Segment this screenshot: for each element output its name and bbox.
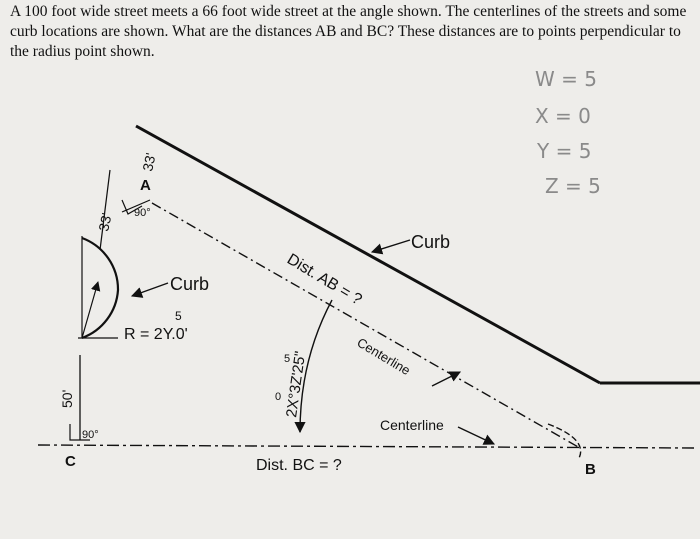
angle-note-x: 0: [275, 391, 281, 403]
radius-arrow: [81, 281, 101, 339]
centerline-horizontal: [37, 444, 696, 449]
centerline-horiz-label: Centerline: [380, 417, 444, 433]
point-b-label: B: [585, 461, 596, 478]
dist-ab-label: Dist. AB = ?: [284, 251, 365, 309]
handwritten-z: Z = 5: [545, 174, 601, 198]
curb-top-arrow: [370, 239, 411, 255]
curb-top-label: Curb: [411, 232, 450, 252]
right-angle-c-mark: [69, 424, 90, 441]
dim-33b-label: 33': [95, 211, 114, 232]
dist-bc-label: Dist. BC = ?: [256, 457, 342, 474]
right-angle-c-label: 90°: [82, 429, 99, 441]
problem-statement: A 100 foot wide street meets a 66 foot w…: [10, 3, 687, 60]
curb-left-arrow: [130, 282, 169, 298]
perpendicular-arrow: [294, 299, 333, 434]
radius-label: R = 2Y.0': [124, 326, 188, 343]
curb-line-diagonal: [135, 124, 601, 385]
handwritten-y: Y = 5: [536, 139, 591, 163]
radius-note: 5: [175, 309, 182, 323]
handwritten-x: X = 0: [535, 104, 591, 128]
curve-to-b: [547, 423, 582, 461]
centerline-diag-label: Centerline: [354, 335, 413, 378]
right-angle-a-label: 90°: [134, 207, 151, 219]
point-c-label: C: [65, 453, 76, 470]
curb-arc: [81, 236, 120, 340]
dim-33-line: [99, 169, 111, 251]
centerline-diag-arrow: [431, 371, 462, 387]
handwritten-w: W = 5: [535, 67, 597, 91]
right-angle-a-mark: [121, 199, 143, 215]
angle-note-z: 5: [284, 353, 290, 365]
point-a-label: A: [140, 177, 151, 194]
dim-33a-label: 33': [139, 151, 158, 172]
centerline-diagonal: [151, 202, 581, 449]
centerline-horiz-arrow: [457, 426, 496, 445]
curb-left-label: Curb: [170, 274, 209, 294]
dim-50-label: 50': [59, 390, 75, 408]
